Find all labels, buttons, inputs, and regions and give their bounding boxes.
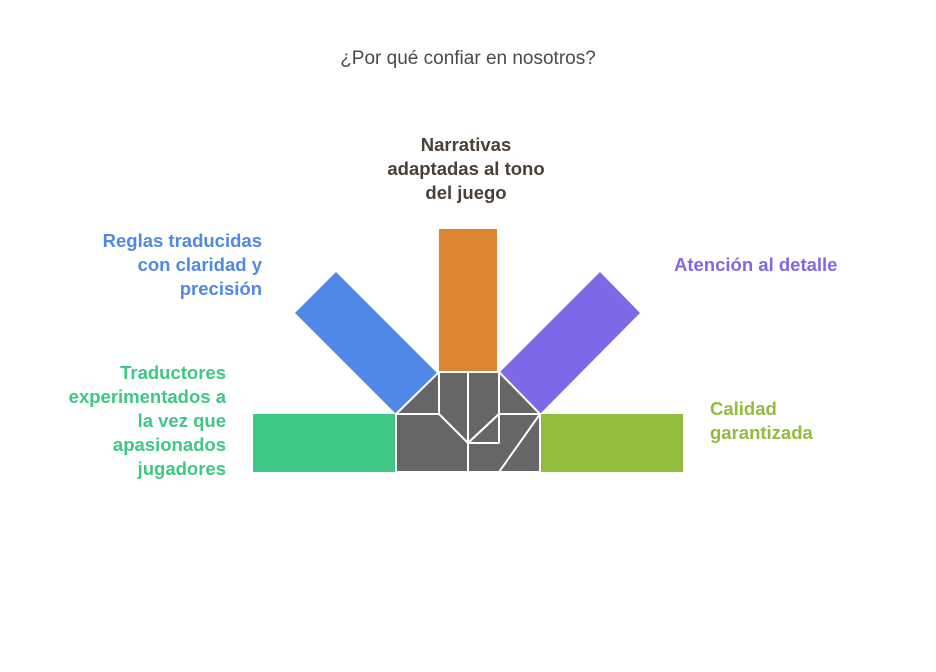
spoke-right — [540, 414, 683, 472]
label-traductores: Traductores experimentados a la vez que … — [30, 361, 226, 481]
label-atencion: Atención al detalle — [674, 253, 914, 277]
label-calidad: Calidad garantizada — [710, 397, 910, 445]
label-line: Reglas traducidas — [102, 230, 262, 251]
diagram-title: ¿Por qué confiar en nosotros? — [340, 48, 596, 69]
label-line: Calidad — [710, 398, 777, 419]
spoke-top — [439, 229, 497, 372]
label-line: apasionados — [112, 434, 226, 455]
spoke-upper-left — [295, 272, 437, 414]
label-reglas: Reglas traducidas con claridad y precisi… — [60, 229, 262, 301]
hub-piece-center — [467, 413, 541, 473]
label-line: precisión — [179, 278, 262, 299]
label-line: del juego — [425, 182, 507, 203]
label-line: garantizada — [710, 422, 813, 443]
label-line: la vez que — [137, 410, 226, 431]
spoke-left — [253, 414, 396, 472]
label-line: jugadores — [137, 458, 226, 479]
spoke-upper-right — [499, 272, 640, 414]
label-line: experimentados a — [68, 386, 226, 407]
label-line: adaptadas al tono — [387, 158, 545, 179]
label-line: con claridad y — [137, 254, 262, 275]
label-line: Atención al detalle — [674, 254, 838, 275]
label-line: Traductores — [120, 362, 226, 383]
label-line: Narrativas — [420, 134, 512, 155]
label-narrativas: Narrativas adaptadas al tono del juego — [366, 133, 566, 205]
